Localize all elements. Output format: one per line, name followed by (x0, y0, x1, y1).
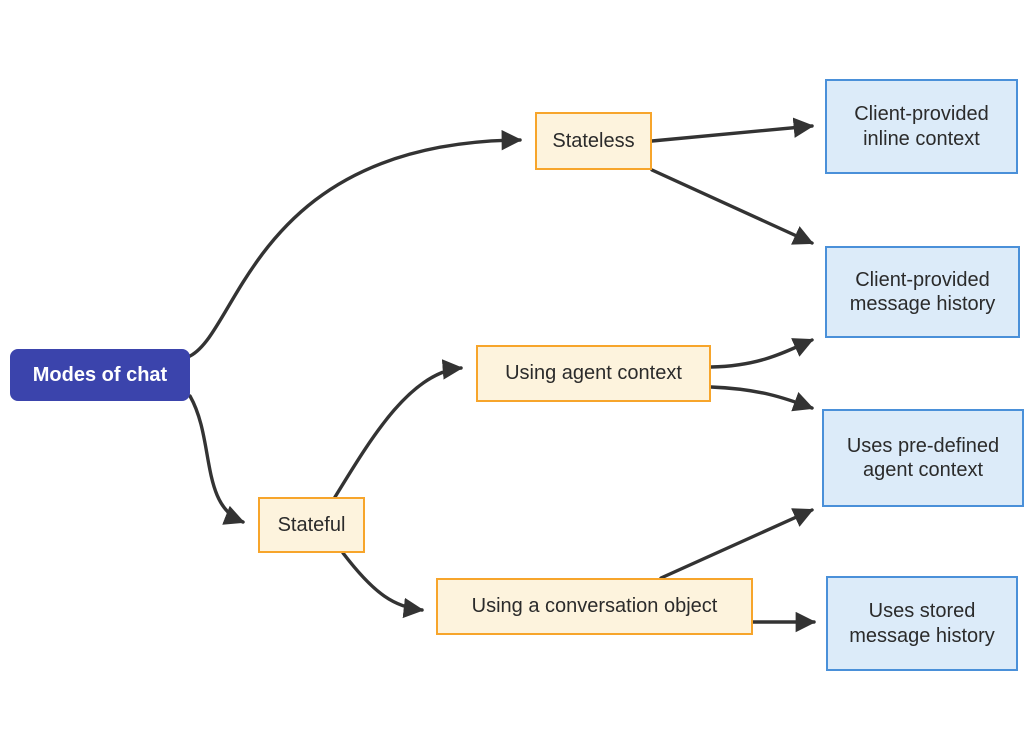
edge-root-to-stateful (188, 394, 245, 525)
edge-stateful-to-convobj (341, 551, 425, 619)
node-label-root: Modes of chat (32, 363, 168, 386)
edge-root-to-stateless (188, 129, 523, 358)
node-label-inline: Client-provided inline context (854, 103, 989, 150)
node-inline[interactable]: Client-provided inline context (825, 79, 1018, 174)
node-agentctx[interactable]: Using agent context (476, 345, 711, 402)
edge-convobj-to-predefined (659, 508, 814, 580)
node-root[interactable]: Modes of chat (10, 349, 190, 401)
node-stateless[interactable]: Stateless (535, 112, 652, 170)
node-label-stateless: Stateless (552, 129, 635, 152)
edge-agentctx-to-predefined (709, 385, 814, 412)
edge-stateless-to-msghistory (650, 168, 814, 245)
edge-stateless-to-inline (650, 117, 815, 143)
node-label-msghistory: Client-provided message history (849, 268, 996, 315)
node-label-stateful: Stateful (277, 513, 346, 536)
edge-stateful-to-agentctx (333, 359, 464, 499)
node-stateful[interactable]: Stateful (258, 497, 365, 553)
node-predefined[interactable]: Uses pre-defined agent context (822, 409, 1024, 507)
node-convobj[interactable]: Using a conversation object (436, 578, 753, 635)
node-label-storedhist: Uses stored message history (849, 600, 995, 647)
edges-group (188, 117, 817, 633)
edge-agentctx-to-msghistory (709, 338, 814, 369)
node-label-convobj: Using a conversation object (471, 595, 718, 618)
node-msghistory[interactable]: Client-provided message history (825, 246, 1020, 338)
node-label-agentctx: Using agent context (505, 362, 682, 385)
node-storedhist[interactable]: Uses stored message history (826, 576, 1018, 671)
node-label-predefined: Uses pre-defined agent context (846, 434, 1000, 481)
